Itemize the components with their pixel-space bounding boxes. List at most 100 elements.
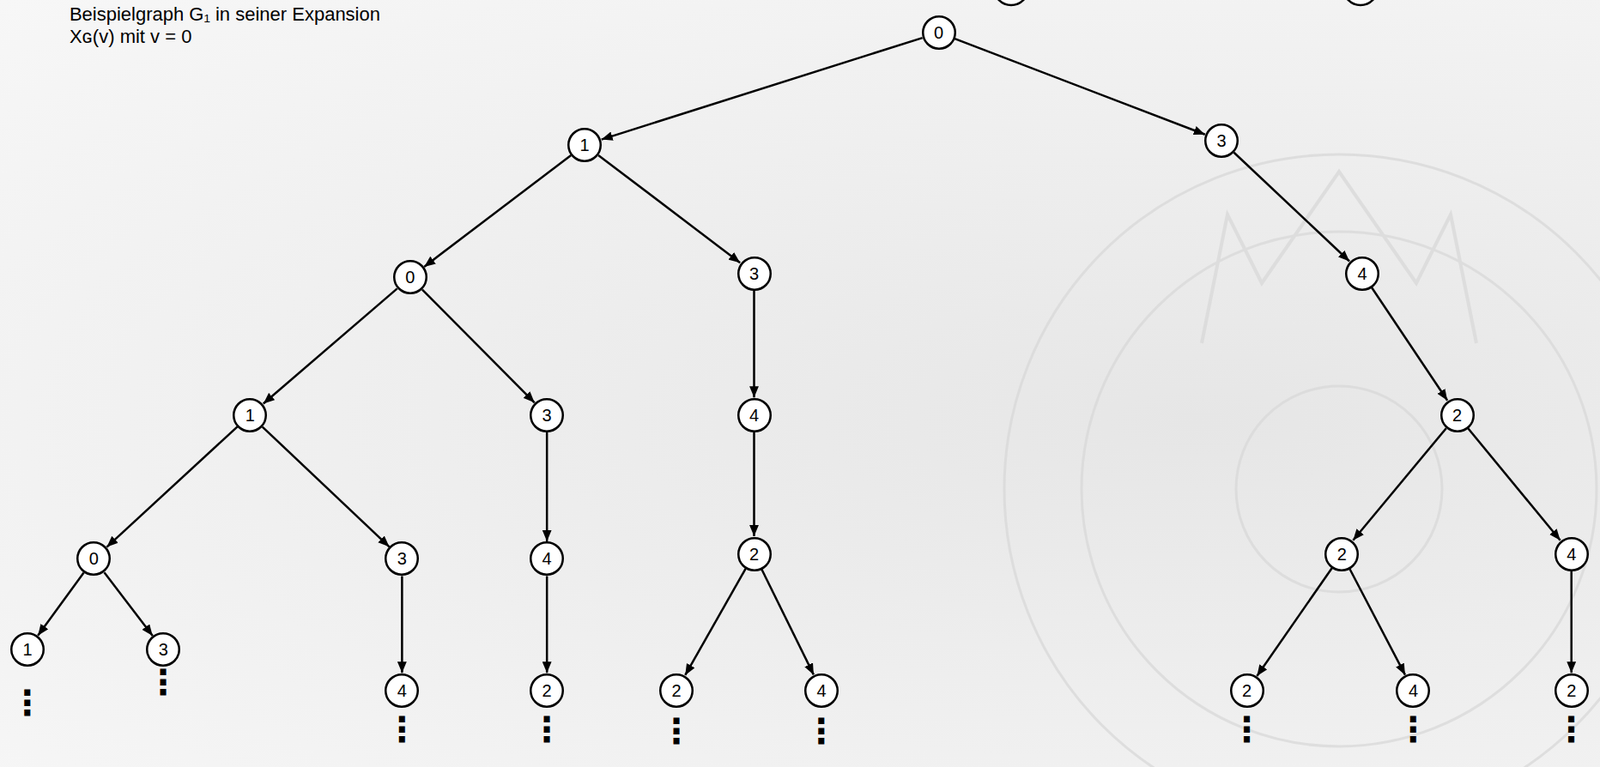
tree-node-circle: 2 [1554,673,1589,709]
tree-node-circle: 0 [76,541,111,576]
circle-shape [660,674,693,708]
tree-edge-arrow [954,38,1205,135]
node-label: 2 [1337,545,1347,564]
tree-edge-arrow [545,432,549,542]
node-label: 4 [1566,545,1576,564]
node-label: 4 [816,682,826,700]
circle-shape [922,16,956,49]
tree-edge-arrow [104,572,153,637]
circle-shape [530,399,564,432]
tree-edge-arrow [422,290,535,404]
tree-node-circle: 1 [10,632,45,667]
tree-node-circle: 4 [737,398,772,433]
node-label: 2 [749,545,759,564]
tree-node-circle: 4 [1345,256,1380,291]
tree-node-circle: 4 [529,541,564,576]
tree-node-circle: 2 [529,673,564,709]
tree-edge-arrow [400,575,404,673]
tree-node-circle: 4 [1395,673,1431,709]
tree-edge-arrow [601,37,923,140]
node-label: 2 [542,682,552,700]
tree-node-circle: 2 [737,537,772,572]
circle-shape [1205,124,1238,158]
node-label: 4 [749,406,759,425]
node-label: 1 [580,136,590,154]
circle-shape [11,634,44,667]
node-label: 3 [158,641,169,659]
tree-node-circle: 1 [232,398,267,433]
continuation-dots: ⋮ [1554,712,1589,747]
node-label: 2 [1452,406,1462,425]
continuation-dots: ⋮ [1230,712,1265,747]
tree-node-circle: 0 [921,15,957,50]
tree-edge-arrow [1371,287,1448,401]
node-label: 0 [405,268,415,286]
circle-shape [530,543,564,576]
tree-node-circle: 3 [145,632,181,667]
continuation-dots: ⋮ [529,712,564,747]
circle-shape [78,543,111,576]
node-label: 4 [1357,265,1367,283]
caption-text: Beispielgraph G₁ in seiner Expansion Xɢ(… [69,3,396,49]
tree-node-circle: 2 [659,673,694,709]
continuation-dots: ⋮ [659,714,694,749]
tree-node-circle: 0 [393,260,428,295]
tree-edge-arrow [106,426,237,547]
tree-edge-arrow [1234,152,1351,262]
tree-node-circle: 4 [384,673,419,709]
tree-edge-arrow [761,569,814,675]
circle-shape [1441,399,1474,432]
tree-node-circle: 2 [1230,673,1265,709]
node-label: 3 [397,550,407,568]
tree-node-circle: 3 [737,256,772,291]
tree-edge-arrow [752,290,756,399]
tree-edge-arrow [1256,568,1332,677]
circle-shape [386,543,419,576]
node-label: 3 [749,265,759,283]
tree-edge-arrow [424,155,571,267]
cut-off-graph-nodes [993,0,1378,6]
circle-shape [738,538,771,571]
circle-shape [738,399,771,432]
circle-shape [1555,674,1588,708]
tree-edge-arrow [263,288,398,404]
circle-shape [1397,674,1431,708]
tree-node-circle: 2 [1440,398,1475,433]
node-label: 3 [542,406,552,425]
tree-edge-arrow [1349,569,1405,675]
circle-shape [234,399,267,432]
circle-shape [805,674,838,708]
circle-shape [568,128,601,162]
node-label: 0 [933,24,944,42]
continuation-dots: ⋮ [804,714,839,749]
tree-edge-arrow [752,432,756,537]
tree-node-circle: 4 [804,673,839,709]
circle-shape [1555,538,1588,571]
node-label: 2 [672,682,682,700]
tree-edge-arrow [545,575,549,673]
continuation-dots: ⋮ [384,712,419,747]
circle-shape [386,674,419,708]
tree-edge-arrow [598,155,740,263]
circle-shape [1230,674,1264,708]
circle-shape [1325,538,1358,571]
circle-shape [738,257,771,291]
tree-node-circle: 2 [1324,537,1359,572]
continuation-dots: ⋮ [145,665,181,700]
tree-edge-arrow [1352,428,1446,541]
continuation-dots: ⋮ [10,685,45,721]
tree-node-circle: 3 [529,398,564,433]
tree-node-circle: 3 [384,541,419,576]
node-label: 1 [245,406,255,425]
tree-node-circle: 1 [567,127,602,163]
tree-node-circle: 4 [1554,537,1589,572]
circle-shape [1345,257,1379,291]
node-label: 2 [1242,682,1252,700]
tree-edge-arrow [37,573,84,637]
node-label: 4 [542,550,552,568]
node-label: 0 [89,550,99,568]
circle-shape [146,634,180,667]
tree-edge-arrow [1569,571,1573,674]
